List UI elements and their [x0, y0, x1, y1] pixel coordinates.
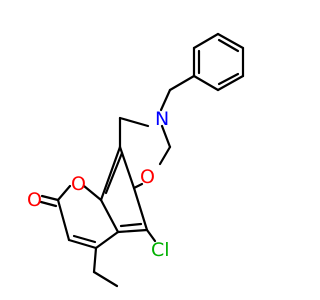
structure-diagram: N O O O Cl: [27, 32, 245, 288]
phenyl-ring: [192, 32, 245, 92]
molecule-canvas: N O O O Cl: [27, 32, 245, 288]
chloro-bond: [145, 228, 157, 243]
carbonyl-bond: [39, 194, 60, 208]
nitrogen-atom-label: N: [155, 108, 169, 130]
chlorine-atom-label: Cl: [151, 239, 170, 261]
pyranone-ring: [56, 184, 120, 250]
oxazine-oxygen-label: O: [140, 166, 155, 188]
oxazine-ring: [118, 116, 172, 190]
carbonyl-oxygen-label: O: [27, 189, 42, 211]
benzyl-linker: [159, 74, 196, 112]
central-benzene-ring: [99, 145, 149, 234]
ethyl-group: [92, 246, 119, 288]
lactone-oxygen-label: O: [71, 173, 86, 195]
